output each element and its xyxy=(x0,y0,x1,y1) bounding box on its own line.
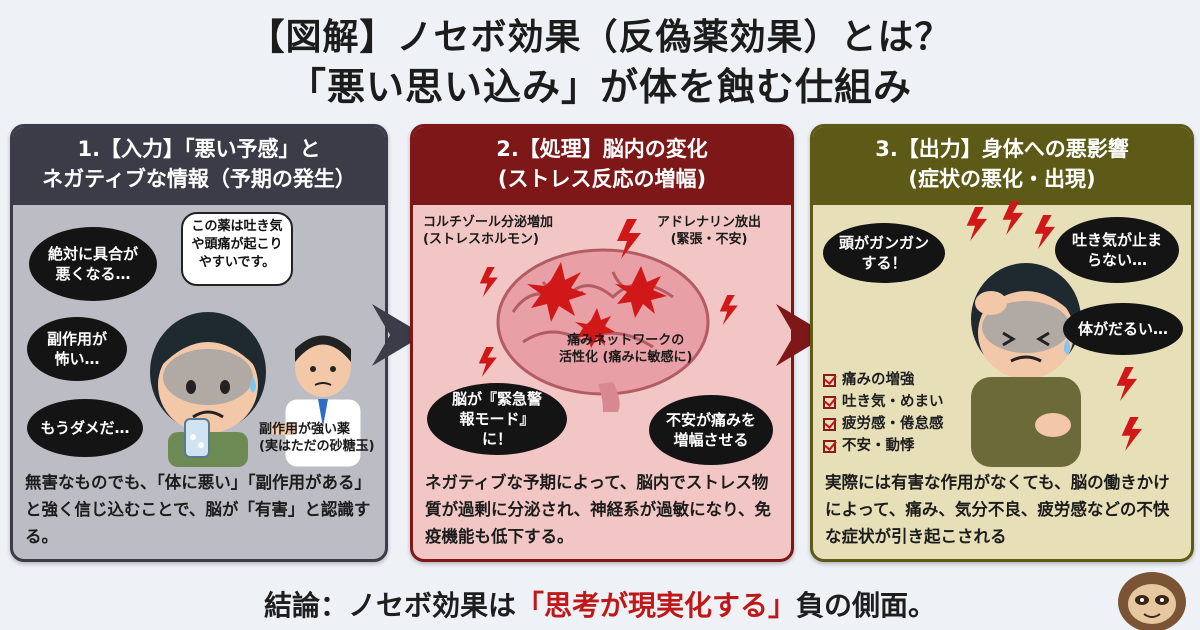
thought-bubble-2: 副作用が怖い… xyxy=(27,317,127,381)
panel-input: 1.【入力】「悪い予感」と ネガティブな情報（予期の発生） 絶対に具合が悪くなる… xyxy=(10,124,388,562)
panel-input-header-line1: 1.【入力】「悪い予感」と xyxy=(77,137,321,161)
panel-output: 3.【出力】身体への悪影響 (症状の悪化・出現) 頭がガンガンする！ 吐き気が止… xyxy=(810,124,1194,562)
arrow-right-icon xyxy=(372,304,424,366)
sick-person-illustration xyxy=(971,263,1081,467)
doctor-speech-bubble: この薬は吐き気や頭痛が起こりやすいです。 xyxy=(181,212,293,286)
pill-label: 副作用が強い薬 (実はただの砂糖玉) xyxy=(259,421,375,455)
conclusion-highlight: 「思考が現実化する」 xyxy=(515,589,796,622)
lightning-icon xyxy=(1002,201,1024,235)
panel-process-header-line1: 2.【処理】脳内の変化 xyxy=(496,137,708,161)
panel-process: 2.【処理】脳内の変化 (ストレス反応の増幅) コルチゾール分泌増加 (ストレス… xyxy=(410,124,794,562)
panel-output-header-line2: (症状の悪化・出現) xyxy=(908,167,1096,191)
symptom-label: 疲労感・倦怠感 xyxy=(842,416,944,432)
symptom-label: 痛みの増強 xyxy=(842,372,915,388)
conclusion: 結論：ノセボ効果は「思考が現実化する」負の側面。 xyxy=(0,584,1200,624)
symptom-item: 不安・動悸 xyxy=(823,435,944,457)
checkbox-icon xyxy=(823,373,836,387)
thought-bubble-3: もうダメだ… xyxy=(27,399,143,457)
checkbox-icon xyxy=(823,417,836,431)
pill-label-line1: 副作用が強い薬 xyxy=(259,422,351,437)
lightning-icon xyxy=(617,219,641,259)
arrow-right-icon xyxy=(776,304,828,366)
alarm-bubble: 脳が『緊急警報モード』に！ xyxy=(427,383,567,455)
symptom-item: 疲労感・倦怠感 xyxy=(823,413,944,435)
anxiety-bubble: 不安が痛みを増幅させる xyxy=(649,395,773,465)
thought-bubble-1: 絶対に具合が悪くなる… xyxy=(29,227,157,301)
label-adrenaline-line2: (緊張・不安) xyxy=(670,232,748,247)
label-pain-network-line2: 活性化 (痛みに敏感に) xyxy=(559,350,693,365)
conclusion-prefix: 結論：ノセボ効果は xyxy=(263,589,516,622)
headache-bubble: 頭がガンガンする！ xyxy=(823,223,945,283)
panel-output-header-line1: 3.【出力】身体への悪影響 xyxy=(875,137,1129,161)
brain-illustration xyxy=(496,248,710,412)
label-adrenaline: アドレナリン放出 (緊張・不安) xyxy=(657,214,761,248)
panel-input-description: 無害なものでも、「体に悪い」「副作用がある」と強く信じ込むことで、脳が「有害」と… xyxy=(25,473,372,546)
nausea-bubble: 吐き気が止まらない… xyxy=(1055,217,1179,283)
lightning-icon xyxy=(1034,215,1056,249)
doctor-illustration xyxy=(269,335,362,467)
symptom-item: 痛みの増強 xyxy=(823,369,944,391)
lightning-icon xyxy=(1116,367,1138,401)
symptom-checklist: 痛みの増強 吐き気・めまい 疲労感・倦怠感 不安・動悸 xyxy=(823,369,944,457)
symptom-label: 不安・動悸 xyxy=(842,438,915,454)
label-cortisol-line2: (ストレスホルモン) xyxy=(423,232,539,247)
lightning-icon xyxy=(966,207,988,241)
main-title: 【図解】ノセボ効果（反偽薬効果）とは？ xyxy=(248,17,952,58)
panel-output-description: 実際には有害な作用がなくても、脳の働きかけによって、痛み、気分不良、疲労感などの… xyxy=(825,473,1170,546)
lightning-icon xyxy=(1121,417,1143,451)
checkbox-icon xyxy=(823,439,836,453)
label-adrenaline-line1: アドレナリン放出 xyxy=(657,215,762,230)
lightning-icon xyxy=(479,267,498,297)
symptom-item: 吐き気・めまい xyxy=(823,391,944,413)
panel-input-header: 1.【入力】「悪い予感」と ネガティブな情報（予期の発生） xyxy=(13,127,385,205)
lightning-icon xyxy=(719,295,738,325)
pill-label-line2: (実はただの砂糖玉) xyxy=(259,439,375,454)
symptom-label: 吐き気・めまい xyxy=(842,394,944,410)
worried-patient-illustration xyxy=(150,312,266,467)
lightning-icon xyxy=(478,347,497,377)
panel-process-header-line2: (ストレス反応の増幅) xyxy=(497,167,707,191)
panel-process-header: 2.【処理】脳内の変化 (ストレス反応の増幅) xyxy=(413,127,791,205)
label-cortisol: コルチゾール分泌増加 (ストレスホルモン) xyxy=(423,214,553,248)
label-pain-network-line1: 痛みネットワークの xyxy=(567,333,685,348)
label-cortisol-line1: コルチゾール分泌増加 xyxy=(423,215,554,230)
fatigue-bubble: 体がだるい… xyxy=(1063,303,1183,355)
panel-input-header-line2: ネガティブな情報（予期の発生） xyxy=(42,167,356,191)
label-pain-network: 痛みネットワークの 活性化 (痛みに敏感に) xyxy=(559,332,692,366)
panel-process-description: ネガティブな予期によって、脳内でストレス物質が過剰に分泌され、神経系が過敏になり… xyxy=(425,473,772,546)
panel-output-header: 3.【出力】身体への悪影響 (症状の悪化・出現) xyxy=(813,127,1191,205)
main-subtitle: 「悪い思い込み」が体を蝕む仕組み xyxy=(287,65,912,109)
sloth-mascot-icon xyxy=(1118,572,1186,630)
conclusion-suffix: 負の側面。 xyxy=(796,589,937,622)
checkbox-icon xyxy=(823,395,836,409)
